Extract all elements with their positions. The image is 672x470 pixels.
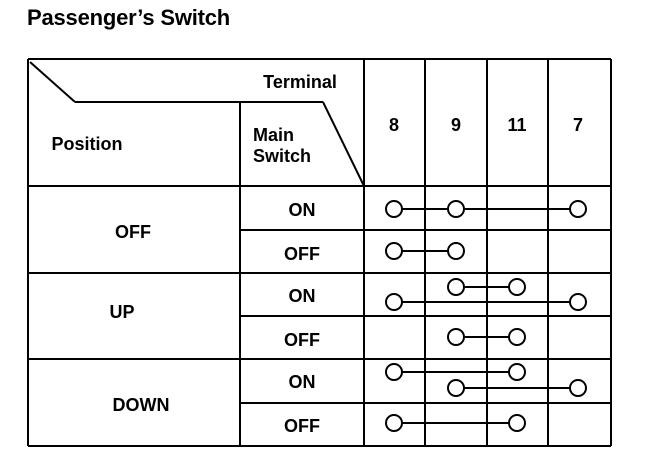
terminal-8-node (385, 242, 403, 260)
terminal-11-header: 11 (507, 115, 527, 135)
main-switch-off-label: OFF (284, 330, 320, 350)
terminal-9-node (447, 379, 465, 397)
page-title: Passenger’s Switch (27, 5, 231, 30)
terminal-11-node (508, 328, 526, 346)
terminal-11-node (508, 278, 526, 296)
terminal-8-header: 8 (388, 115, 400, 135)
terminal-9-node (447, 200, 465, 218)
main-switch-line2: Switch (253, 146, 312, 166)
position-down-label: DOWN (112, 395, 170, 415)
terminal-8-node (385, 414, 403, 432)
main-switch-header-label: Main Switch (253, 125, 311, 167)
main-switch-off-label: OFF (284, 416, 320, 436)
terminal-8-node (385, 293, 403, 311)
terminal-9-node (447, 242, 465, 260)
main-switch-on-label: ON (288, 200, 316, 220)
terminal-7-node (569, 200, 587, 218)
terminal-11-node (508, 363, 526, 381)
position-off-label: OFF (115, 222, 151, 242)
terminal-11-node (508, 414, 526, 432)
header-diagonal-left (29, 61, 76, 103)
terminal-7-header: 7 (572, 115, 584, 135)
terminal-8-node (385, 200, 403, 218)
position-header-label: Position (51, 134, 123, 154)
terminal-9-node (447, 278, 465, 296)
main-switch-line1: Main (253, 125, 295, 145)
main-switch-on-label: ON (288, 372, 316, 392)
terminal-7-node (569, 293, 587, 311)
terminal-9-node (447, 328, 465, 346)
terminal-9-header: 9 (450, 115, 462, 135)
terminal-7-node (569, 379, 587, 397)
terminal-header-label: Terminal (263, 72, 337, 92)
header-diagonal-right (322, 101, 365, 187)
position-up-label: UP (109, 302, 135, 322)
main-switch-off-label: OFF (284, 244, 320, 264)
connection-layer (385, 200, 587, 432)
main-switch-on-label: ON (288, 286, 316, 306)
terminal-8-node (385, 363, 403, 381)
